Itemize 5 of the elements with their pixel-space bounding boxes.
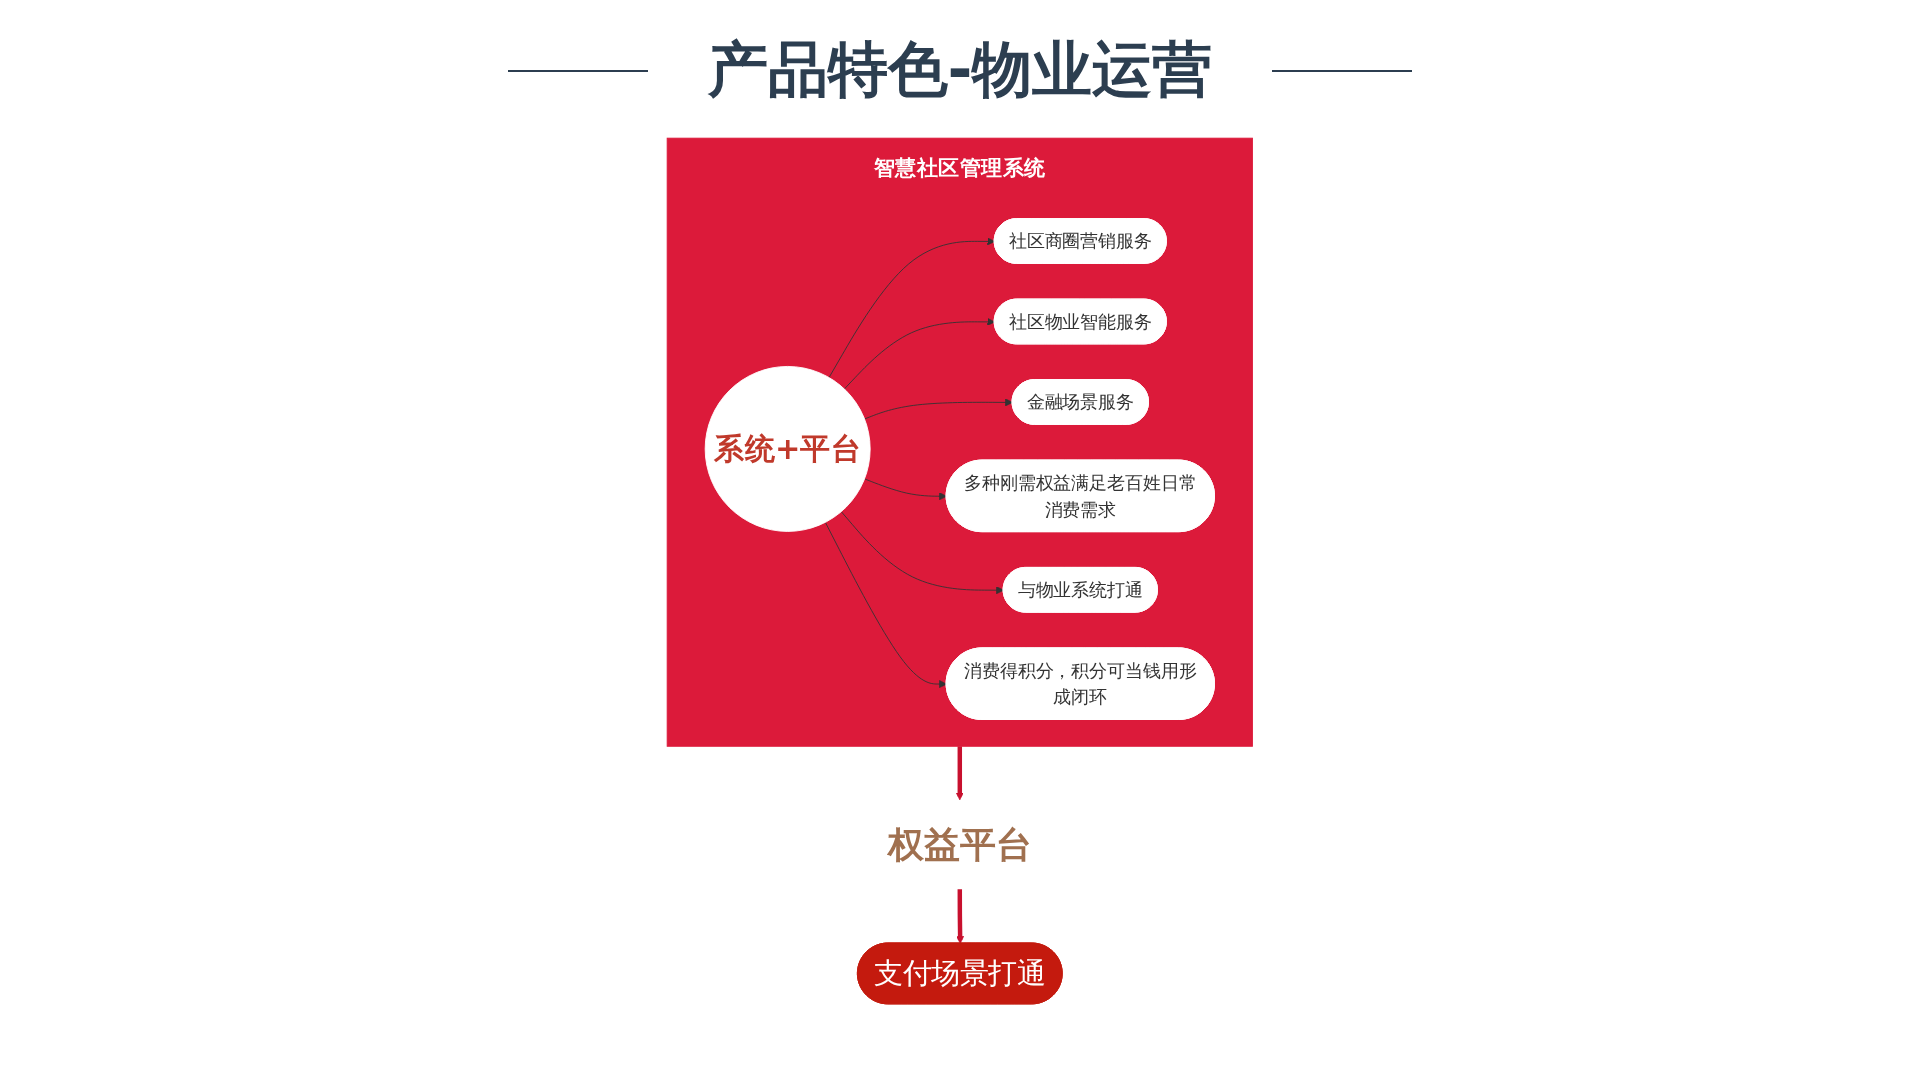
node-text: 权益平台 — [888, 824, 1032, 866]
title: 产品特色-物业运营 — [707, 33, 1213, 106]
arrow — [956, 889, 965, 944]
arrow — [956, 746, 964, 801]
node-circle: 系统+平台 — [704, 366, 871, 532]
